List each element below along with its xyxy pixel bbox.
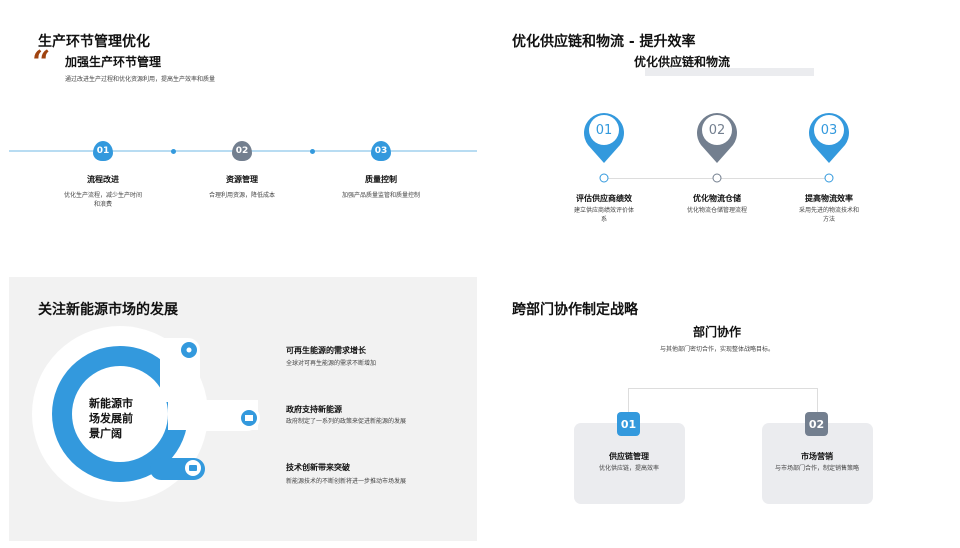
dept-card [574, 423, 685, 504]
q1-desc: 通过改进生产过程和优化资源利用，提高生产效率和质量 [65, 76, 216, 83]
card-desc: 与市场部门合作，制定销售策略 [774, 465, 860, 472]
pin-number: 02 [708, 123, 726, 138]
q4-title: 跨部门协作制定战略 [512, 302, 638, 318]
pin-icon [697, 113, 737, 163]
step-title: 资源管理 [226, 175, 258, 184]
center-text: 新能源市场发展前景广阔 [89, 397, 133, 440]
connector-line [628, 388, 818, 413]
step-title: 提高物流效率 [805, 194, 853, 203]
step-desc: 采用先进的物流技术和方法 [798, 207, 859, 223]
card-desc: 优化供应链，提高效率 [598, 465, 660, 472]
step-title: 流程改进 [87, 175, 119, 184]
step-title: 评估供应商绩效 [576, 194, 632, 203]
item-desc: 新能源技术的不断创新将进一步推动市场发展 [286, 478, 407, 485]
step-desc: 优化生产流程，减少生产时间和浪费 [63, 192, 142, 208]
card-title: 供应链管理 [609, 452, 649, 461]
step-badge: 03 [371, 141, 391, 161]
quote-icon: “ [32, 43, 51, 81]
subtitle-bar [645, 68, 814, 76]
q2-subtitle: 优化供应链和物流 [633, 55, 731, 69]
timeline-dot [171, 149, 176, 154]
item-title: 政府支持新能源 [286, 405, 342, 414]
timeline-node [712, 173, 722, 183]
item-desc: 全球对可再生能源的需求不断增加 [286, 360, 377, 367]
q4-subtitle: 部门协作 [692, 325, 742, 339]
timeline-node [824, 173, 834, 183]
item-desc: 政府制定了一系列的政策来促进新能源的发展 [286, 418, 407, 425]
item-title: 技术创新带来突破 [286, 463, 350, 472]
q1-subtitle: 加强生产环节管理 [65, 55, 162, 69]
pin-icon [584, 113, 624, 163]
pin-icon [809, 112, 850, 163]
q1-title: 生产环节管理优化 [38, 34, 150, 50]
step-badge: 01 [93, 141, 113, 161]
step-desc: 加强产品质量监管和质量控制 [341, 192, 421, 199]
timeline-node [599, 173, 609, 183]
card-badge: 01 [617, 412, 640, 436]
timeline-dot [310, 149, 315, 154]
step-badge: 02 [232, 141, 252, 161]
market-graphic [32, 326, 260, 502]
step-desc: 建立供应商绩效评价体系 [573, 207, 634, 223]
step-desc: 合理利用资源，降低成本 [208, 192, 276, 199]
dept-card [762, 423, 873, 504]
step-desc: 优化物流仓储管理流程 [686, 207, 748, 214]
q3-title: 关注新能源市场的发展 [38, 302, 178, 318]
pin-number: 03 [820, 123, 838, 138]
step-title: 优化物流仓储 [693, 194, 741, 203]
q2-title: 优化供应链和物流 - 提升效率 [512, 34, 696, 50]
pin-number: 01 [595, 123, 613, 138]
q4-desc: 与其他部门密切合作，实现整体战略目标。 [659, 346, 775, 353]
item-title: 可再生能源的需求增长 [286, 346, 366, 355]
card-badge: 02 [805, 412, 828, 436]
step-title: 质量控制 [365, 175, 397, 184]
card-title: 市场营销 [801, 452, 833, 461]
